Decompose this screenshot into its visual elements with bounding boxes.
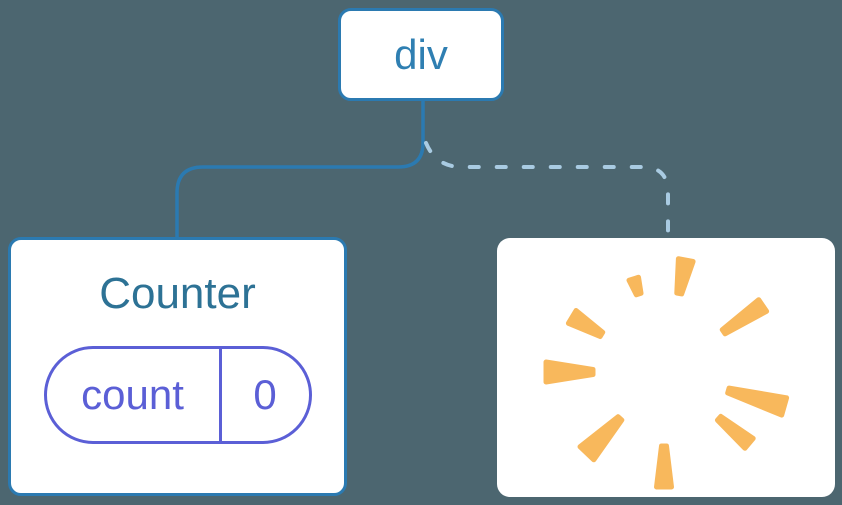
state-pill-divider (218, 349, 222, 441)
state-pill: count 0 (43, 346, 312, 444)
poof-ray (654, 443, 674, 490)
node-removed (497, 238, 835, 497)
state-key-cell: count (47, 349, 219, 441)
counter-title: Counter (99, 269, 256, 318)
poof-ray (626, 274, 644, 298)
node-div-label: div (394, 30, 448, 78)
node-div: div (338, 8, 504, 101)
poof-ray (577, 414, 625, 463)
poof-ray (674, 256, 696, 297)
connector-dashed-to-removed (424, 141, 670, 242)
poof-ray (543, 359, 596, 385)
poof-ray (565, 308, 606, 339)
node-counter: Counter count 0 (8, 237, 347, 496)
poof-ray (715, 413, 756, 451)
poof-ray (719, 297, 770, 337)
poof-ray (725, 385, 790, 418)
poof-burst-icon (543, 256, 790, 490)
state-value-label: 0 (253, 371, 277, 418)
connector-solid-to-counter (175, 99, 425, 239)
state-key-label: count (81, 371, 184, 418)
state-value-cell: 0 (222, 349, 309, 441)
